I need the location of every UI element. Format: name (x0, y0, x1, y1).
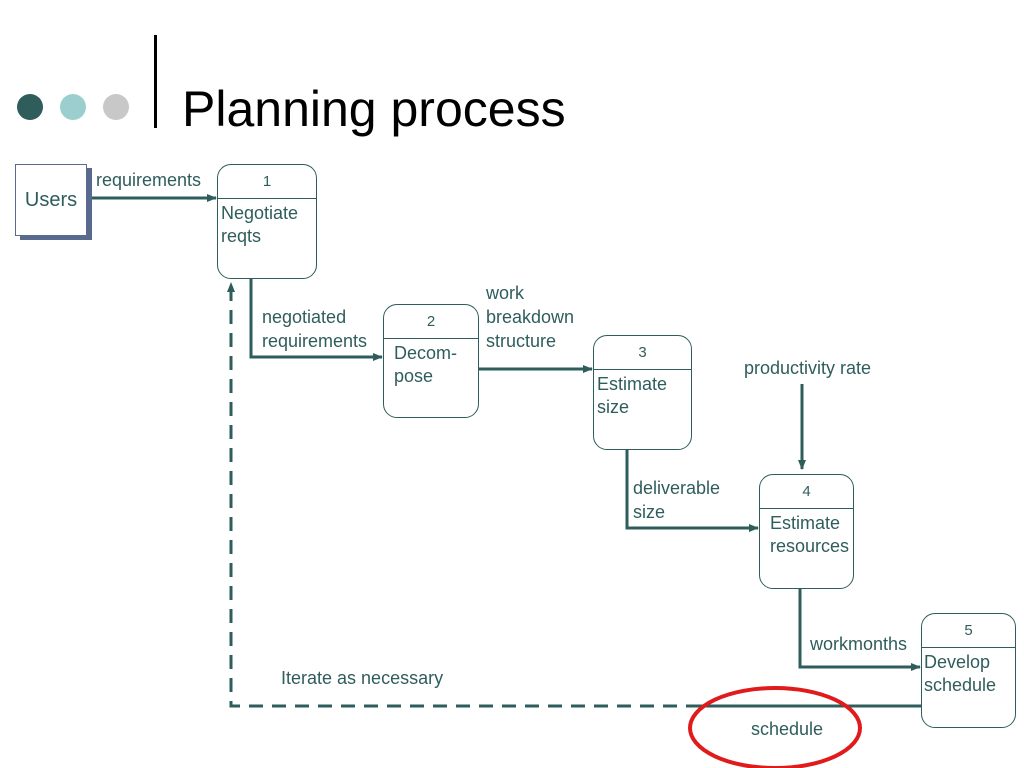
flow-label-deliverable-size: deliverable size (633, 478, 721, 522)
flow-label-requirements: requirements (96, 170, 202, 190)
decor-dot-grey (103, 94, 129, 120)
flow-label-schedule: schedule (751, 719, 824, 739)
iterate-dashed-line (227, 282, 700, 708)
schedule-highlight-ellipse (688, 686, 862, 768)
process-1-number: 1 (218, 165, 316, 199)
process-2-number: 2 (384, 305, 478, 339)
flow-label-workmonths: workmonths (810, 634, 908, 654)
flow-deliverable-line (625, 450, 759, 532)
decor-dot-teal (60, 94, 86, 120)
decor-dot-dark (17, 94, 43, 120)
process-1-label: Negotiate reqts (221, 203, 299, 246)
process-4-number: 4 (760, 475, 853, 509)
slide-title: Planning process (182, 81, 566, 137)
flow-label-negotiated-requirements: negotiated requirements (262, 307, 368, 351)
flow-negotiated-line (249, 278, 383, 361)
process-3: 3 Estimate size (593, 335, 692, 450)
process-3-label: Estimate size (597, 374, 668, 417)
flow-label-productivity-rate: productivity rate (744, 358, 872, 378)
process-2: 2 Decom- pose (383, 304, 479, 418)
users-entity: Users (15, 164, 87, 236)
process-4: 4 Estimate resources (759, 474, 854, 589)
title-divider (154, 35, 157, 128)
flow-workmonths-line (798, 589, 921, 671)
process-5: 5 Develop schedule (921, 613, 1016, 728)
flow-label-work-breakdown: work breakdown structure (486, 283, 575, 351)
process-1: 1 Negotiate reqts (217, 164, 317, 279)
process-5-label: Develop schedule (924, 652, 997, 695)
flow-label-iterate: Iterate as necessary (281, 668, 444, 688)
process-5-number: 5 (922, 614, 1015, 648)
process-3-number: 3 (594, 336, 691, 370)
process-4-label: Estimate resources (770, 513, 850, 556)
process-2-label: Decom- pose (394, 343, 458, 386)
